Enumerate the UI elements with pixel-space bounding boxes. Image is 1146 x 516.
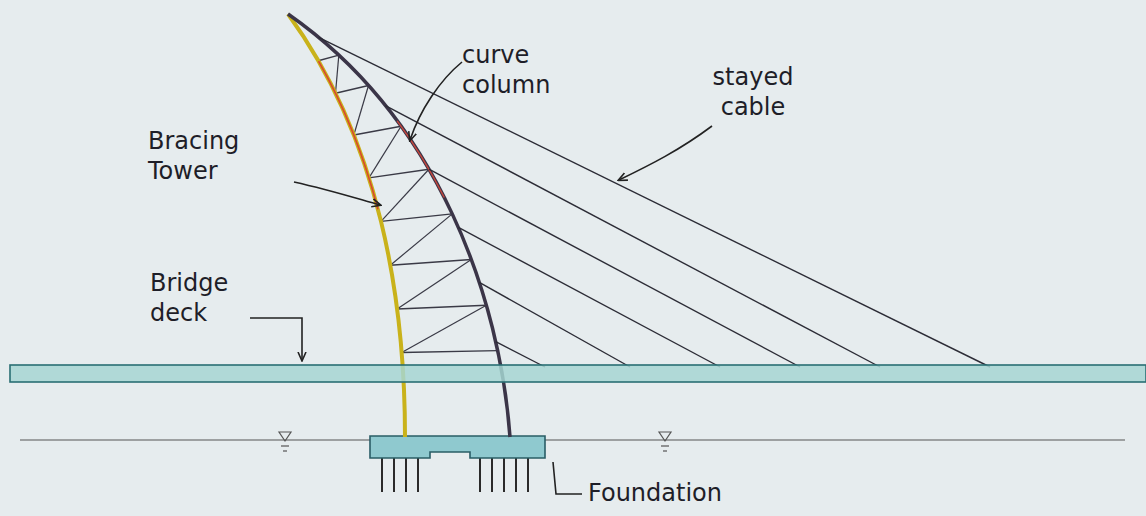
water-line	[20, 439, 1125, 440]
stay-cable	[385, 106, 880, 367]
bracing-member	[390, 214, 452, 265]
stay-cables	[319, 37, 990, 367]
stay-cable	[479, 282, 630, 367]
callout-label: Bridge deck	[150, 268, 255, 328]
bracing-member	[402, 305, 487, 352]
pile-cap	[370, 436, 545, 458]
callout-label: stayed cable	[678, 62, 828, 122]
bracing-member	[390, 259, 471, 265]
bracing-member	[381, 214, 452, 222]
foundation-piles	[382, 454, 528, 492]
leader-lines	[250, 62, 712, 494]
bracing-member	[397, 305, 486, 309]
stay-cable	[319, 37, 990, 367]
stay-cable	[429, 169, 800, 367]
bracing-member	[381, 169, 429, 221]
callout-label: curve column	[462, 40, 572, 100]
bracing-member	[335, 55, 338, 93]
bracing-member	[354, 126, 401, 135]
bridge-deck	[10, 365, 1146, 382]
stay-cable	[458, 227, 720, 367]
bracing-member	[369, 126, 401, 178]
callout-label: Foundation	[588, 478, 768, 508]
callout-label: Bracing Tower	[148, 126, 298, 186]
bracing-member	[318, 55, 339, 61]
stay-cable	[496, 342, 545, 367]
bracing-member	[335, 86, 368, 94]
bracing-member	[397, 259, 471, 309]
bracing-member	[402, 351, 498, 353]
bracing-member	[369, 169, 429, 178]
bracing-member	[354, 86, 369, 135]
